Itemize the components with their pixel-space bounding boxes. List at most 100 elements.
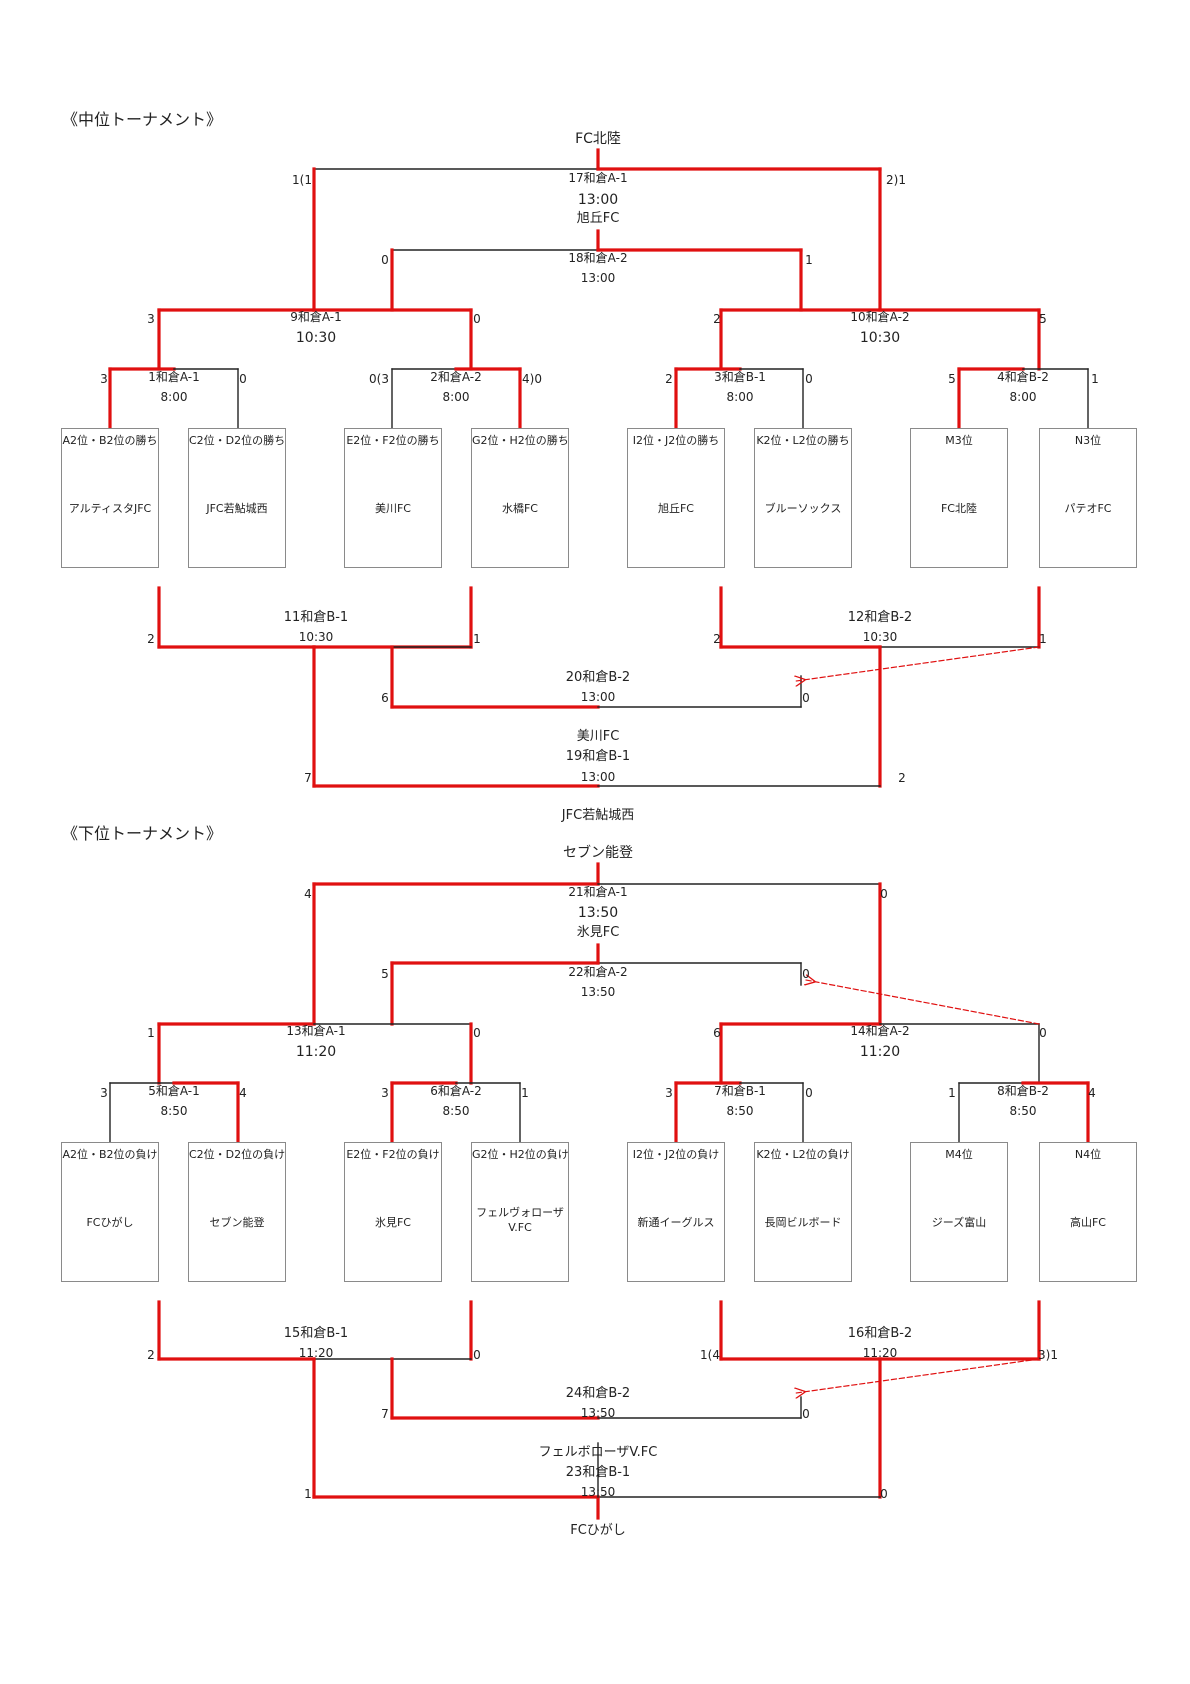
m16-score-left: 1(4 [700, 1348, 720, 1362]
m8-score-left: 1 [948, 1086, 956, 1100]
mid-seed-label: C2位・D2位の勝ち [189, 434, 286, 447]
m14-name: 14和倉A-2 [850, 1024, 910, 1038]
mid-team-box-5: I2位・J2位の勝ち 旭丘FC [627, 428, 725, 568]
m22-score-right: 0 [802, 967, 810, 981]
mid-team-name: 美川FC [374, 502, 411, 515]
m7-score-right: 0 [805, 1086, 813, 1100]
mid-seed-label: G2位・H2位の勝ち [472, 434, 569, 447]
m14-score-left: 6 [713, 1026, 721, 1040]
mid-team-box-8: N3位 パテオFC [1039, 428, 1137, 568]
m15-score-left: 2 [147, 1348, 155, 1362]
m9-name: 9和倉A-1 [290, 310, 342, 324]
low-team-box-3: E2位・F2位の負け 氷見FC [344, 1142, 442, 1282]
m11-name: 11和倉B-1 [283, 610, 349, 625]
m20-name: 20和倉B-2 [565, 670, 631, 685]
mid-team-name: FC北陸 [940, 502, 977, 515]
low-team-box-7: M4位 ジーズ富山 [910, 1142, 1008, 1282]
m2-name: 2和倉A-2 [430, 370, 482, 384]
m24-name: 24和倉B-2 [565, 1386, 631, 1401]
low-team-name: ジーズ富山 [931, 1216, 987, 1229]
m19-time: 13:00 [580, 770, 616, 784]
m4-name: 4和倉B-2 [997, 370, 1049, 384]
m10-score-right: 5 [1039, 312, 1047, 326]
m6-name: 6和倉A-2 [430, 1084, 482, 1098]
m13-score-left: 1 [147, 1026, 155, 1040]
m19-name: 19和倉B-1 [565, 749, 631, 764]
mid-team-name: 水橋FC [501, 502, 538, 515]
m18-score-right: 1 [805, 253, 813, 267]
m2-score-left: 0(3 [369, 372, 389, 386]
m4-score-right: 1 [1091, 372, 1099, 386]
m5-score-right: 4 [239, 1086, 247, 1100]
m23-score-left: 1 [304, 1487, 312, 1501]
m2-time: 8:00 [442, 390, 470, 404]
m12-time: 10:30 [862, 630, 898, 644]
m15-name: 15和倉B-1 [283, 1326, 349, 1341]
m1-score-left: 3 [100, 372, 108, 386]
m11-time: 10:30 [298, 630, 334, 644]
mid-team-box-7: M3位 FC北陸 [910, 428, 1008, 568]
low-team-name: 新通イーグルス [637, 1216, 715, 1229]
m21-name: 21和倉A-1 [568, 885, 628, 899]
low-seed-label: M4位 [945, 1148, 973, 1161]
low-seed-label: A2位・B2位の負け [62, 1148, 158, 1161]
m4-score-left: 5 [948, 372, 956, 386]
low-team-name-line2: V.FC [508, 1221, 532, 1234]
mid-team-name: ブルーソックス [764, 502, 842, 515]
mid-team-name: パテオFC [1064, 502, 1112, 515]
m8-time: 8:50 [1009, 1104, 1037, 1118]
mid-seed-label: I2位・J2位の勝ち [632, 434, 720, 447]
m15-time: 11:20 [298, 1346, 334, 1360]
m3-name: 3和倉B-1 [714, 370, 766, 384]
m12-name: 12和倉B-2 [847, 610, 913, 625]
winner-line-105 [796, 1358, 1040, 1393]
m19-winner: JFC若鮎城西 [561, 808, 635, 823]
mid-seed-label: M3位 [945, 434, 973, 447]
m12-score-left: 2 [713, 632, 721, 646]
m1-score-right: 0 [239, 372, 247, 386]
low-team-name: フェルヴォローザ V.FC [472, 1205, 568, 1235]
m10-score-left: 2 [713, 312, 721, 326]
m10-name: 10和倉A-2 [850, 310, 910, 324]
m14-time: 11:20 [859, 1044, 901, 1060]
m23-name: 23和倉B-1 [565, 1465, 631, 1480]
low-team-name: 氷見FC [374, 1216, 411, 1229]
m5-score-left: 3 [100, 1086, 108, 1100]
low-team-box-5: I2位・J2位の負け 新通イーグルス [627, 1142, 725, 1282]
low-seed-label: K2位・L2位の負け [756, 1148, 850, 1161]
m11-score-right: 1 [473, 632, 481, 646]
m9-score-left: 3 [147, 312, 155, 326]
m19-score-right: 2 [898, 771, 906, 785]
m5-name: 5和倉A-1 [148, 1084, 200, 1098]
mid-team-name: JFC若鮎城西 [206, 502, 268, 515]
m3-score-right: 0 [805, 372, 813, 386]
m4-time: 8:00 [1009, 390, 1037, 404]
low-team-name: 高山FC [1069, 1216, 1106, 1229]
m6-score-right: 1 [521, 1086, 529, 1100]
m5-time: 8:50 [160, 1104, 188, 1118]
m21-score-left: 4 [304, 887, 312, 901]
m19-score-left: 7 [304, 771, 312, 785]
m13-name: 13和倉A-1 [286, 1024, 346, 1038]
mid-team-box-6: K2位・L2位の勝ち ブルーソックス [754, 428, 852, 568]
low-seed-label: G2位・H2位の負け [472, 1148, 569, 1161]
m1-time: 8:00 [160, 390, 188, 404]
m18-score-left: 0 [381, 253, 389, 267]
low-team-box-8: N4位 高山FC [1039, 1142, 1137, 1282]
low-seed-label: C2位・D2位の負け [189, 1148, 286, 1161]
mid-seed-label: A2位・B2位の勝ち [62, 434, 158, 447]
mid-team-box-1: A2位・B2位の勝ち アルティスタJFC [61, 428, 159, 568]
mid-team-box-4: G2位・H2位の勝ち 水橋FC [471, 428, 569, 568]
m18-winner: 旭丘FC [576, 211, 620, 226]
low-team-name: 長岡ビルボード [764, 1216, 842, 1229]
m10-time: 10:30 [859, 330, 901, 346]
m18-name: 18和倉A-2 [568, 251, 628, 265]
m20-score-left: 6 [381, 691, 389, 705]
m17-score-right: 2)1 [886, 173, 906, 187]
m17-winner: FC北陸 [575, 131, 621, 147]
low-team-box-4: G2位・H2位の負け フェルヴォローザ V.FC [471, 1142, 569, 1282]
m11-score-left: 2 [147, 632, 155, 646]
m22-time: 13:50 [580, 985, 616, 999]
